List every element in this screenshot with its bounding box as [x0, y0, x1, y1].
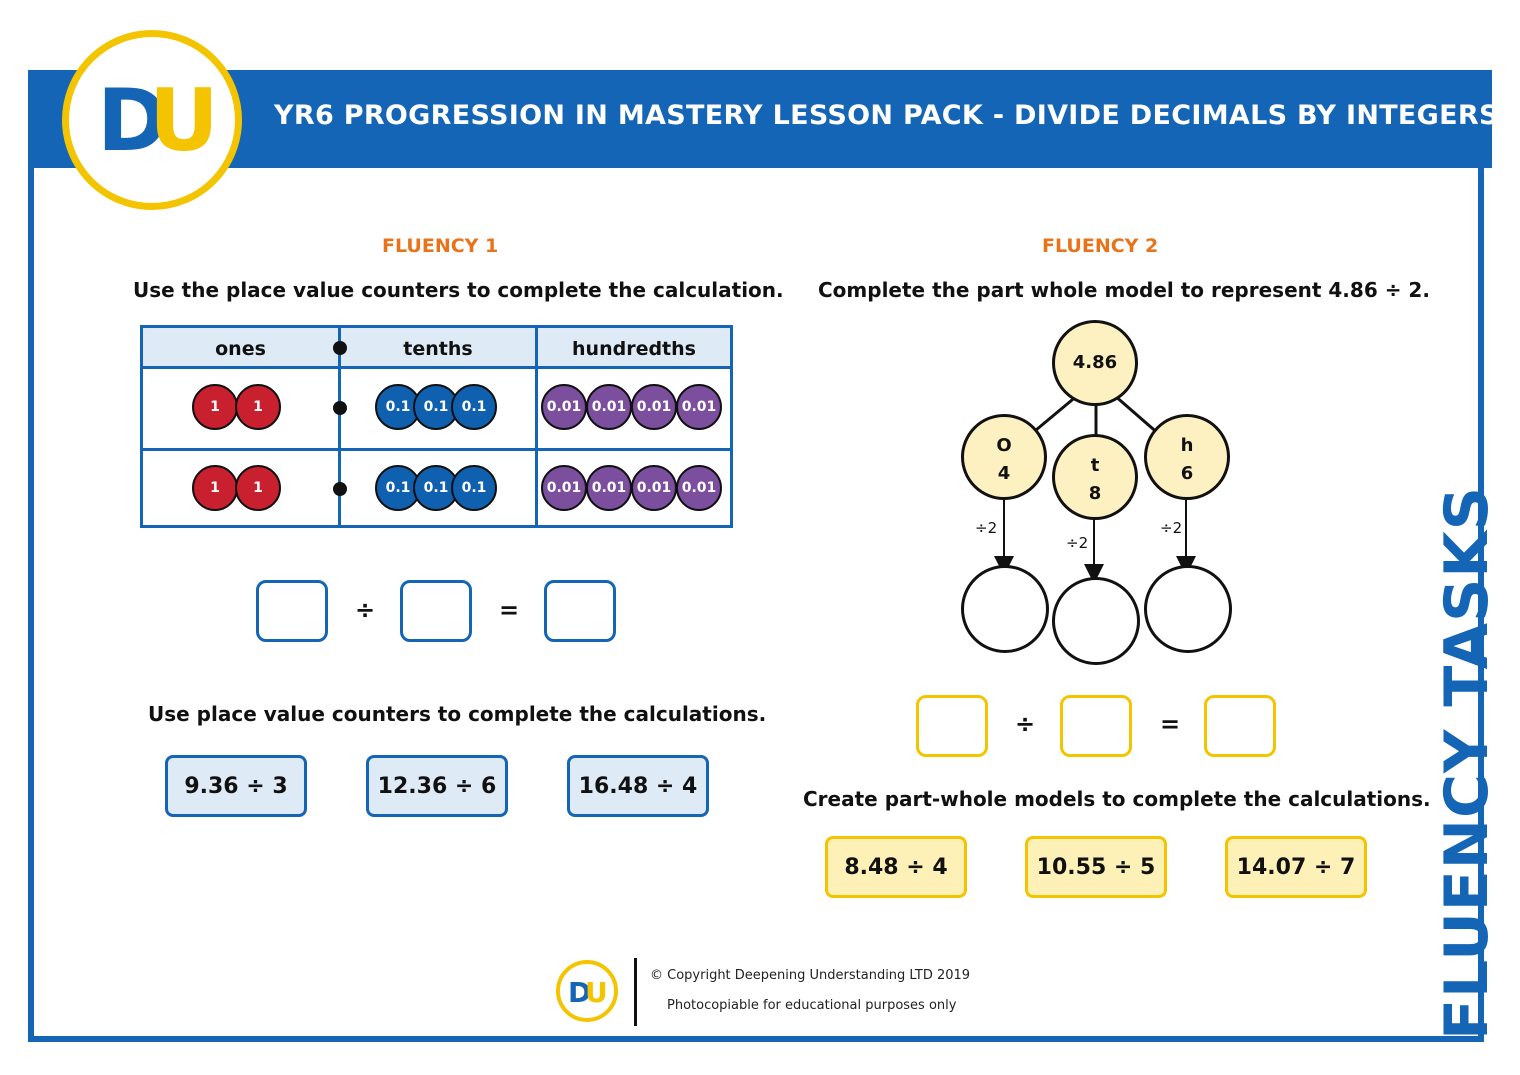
- equals-sign: =: [499, 596, 520, 624]
- counter-tenths: 0.1: [451, 465, 497, 511]
- place-value-table: ones tenths hundredths: [140, 325, 733, 528]
- part-value: 8: [1088, 483, 1102, 504]
- counter-hundredths: 0.01: [631, 465, 677, 511]
- page-frame: [28, 70, 1484, 1042]
- counter-hundredths: 0.01: [631, 384, 677, 430]
- counter-hundredths: 0.01: [586, 465, 632, 511]
- divide-by-label: ÷2: [1160, 519, 1183, 537]
- part-label: t: [1090, 455, 1100, 476]
- whole-value: 4.86: [1072, 352, 1118, 373]
- connector-line: [1029, 393, 1079, 437]
- calculation-card: 12.36 ÷ 6: [366, 755, 508, 817]
- counter-hundredths: 0.01: [541, 465, 587, 511]
- fluency-1-instruction-2: Use place value counters to complete the…: [148, 702, 767, 726]
- footer-divider: [634, 958, 637, 1026]
- answer-box-dividend[interactable]: [256, 580, 328, 642]
- logo-letter-u: U: [149, 71, 219, 171]
- counter-ones: 1: [235, 465, 281, 511]
- calculation-card: 9.36 ÷ 3: [165, 755, 307, 817]
- page-title: YR6 PROGRESSION IN MASTERY LESSON PACK -…: [274, 100, 1499, 131]
- part-value: 4: [997, 463, 1011, 484]
- counter-hundredths: 0.01: [541, 384, 587, 430]
- copyright-text: © Copyright Deepening Understanding LTD …: [650, 968, 971, 983]
- part-label: O: [996, 435, 1012, 456]
- answer-box-quotient[interactable]: [1204, 695, 1276, 757]
- fluency-tasks-label: FLUENCY TASKS: [1432, 486, 1502, 1040]
- table-divider: [338, 328, 341, 525]
- table-divider: [535, 328, 538, 525]
- calculation-card: 8.48 ÷ 4: [825, 836, 967, 898]
- whole-circle: 4.86: [1052, 320, 1138, 406]
- fluency-2-title: FLUENCY 2: [1042, 235, 1159, 257]
- logo-letter-u: U: [585, 976, 608, 1009]
- part-circle-hundredths: h 6: [1144, 414, 1230, 500]
- du-logo-small: D U: [556, 960, 618, 1022]
- answer-box-quotient[interactable]: [544, 580, 616, 642]
- header-bar: [28, 70, 1492, 168]
- decimal-point: [333, 341, 347, 355]
- part-value: 6: [1180, 463, 1194, 484]
- counter-hundredths: 0.01: [676, 465, 722, 511]
- fluency-1-title: FLUENCY 1: [382, 235, 499, 257]
- divide-by-label: ÷2: [1066, 534, 1089, 552]
- fluency-2-instruction-2: Create part-whole models to complete the…: [803, 787, 1431, 811]
- column-header-ones: ones: [215, 338, 266, 360]
- answer-circle-ones[interactable]: [961, 565, 1049, 653]
- divide-sign: ÷: [1015, 710, 1036, 738]
- divide-by-label: ÷2: [975, 519, 998, 537]
- divide-sign: ÷: [355, 596, 376, 624]
- column-header-hundredths: hundredths: [572, 338, 696, 360]
- counter-ones: 1: [235, 384, 281, 430]
- counter-ones: 1: [192, 465, 238, 511]
- fluency-1-instruction: Use the place value counters to complete…: [133, 278, 784, 302]
- table-divider: [143, 448, 730, 451]
- counter-hundredths: 0.01: [676, 384, 722, 430]
- equals-sign: =: [1160, 710, 1181, 738]
- answer-circle-hundredths[interactable]: [1144, 565, 1232, 653]
- decimal-point: [333, 401, 347, 415]
- counter-tenths: 0.1: [451, 384, 497, 430]
- counter-tenths: 0.1: [375, 465, 421, 511]
- column-header-tenths: tenths: [403, 338, 473, 360]
- logo-letter-d: D: [97, 71, 169, 171]
- logo-letter-d: D: [568, 976, 592, 1009]
- part-circle-tenths: t 8: [1052, 434, 1138, 520]
- answer-box-dividend[interactable]: [916, 695, 988, 757]
- answer-box-divisor[interactable]: [1060, 695, 1132, 757]
- decimal-point: [333, 482, 347, 496]
- counter-tenths: 0.1: [413, 465, 459, 511]
- photocopy-note: Photocopiable for educational purposes o…: [667, 998, 957, 1013]
- part-label: h: [1180, 435, 1194, 456]
- part-circle-ones: O 4: [961, 414, 1047, 500]
- fluency-2-instruction: Complete the part whole model to represe…: [818, 278, 1430, 302]
- calculation-card: 16.48 ÷ 4: [567, 755, 709, 817]
- connector-line: [1113, 393, 1161, 437]
- place-value-header: [143, 328, 730, 369]
- calculation-card: 10.55 ÷ 5: [1025, 836, 1167, 898]
- answer-circle-tenths[interactable]: [1052, 577, 1140, 665]
- calculation-card: 14.07 ÷ 7: [1225, 836, 1367, 898]
- answer-box-divisor[interactable]: [400, 580, 472, 642]
- du-logo: D U: [62, 30, 242, 210]
